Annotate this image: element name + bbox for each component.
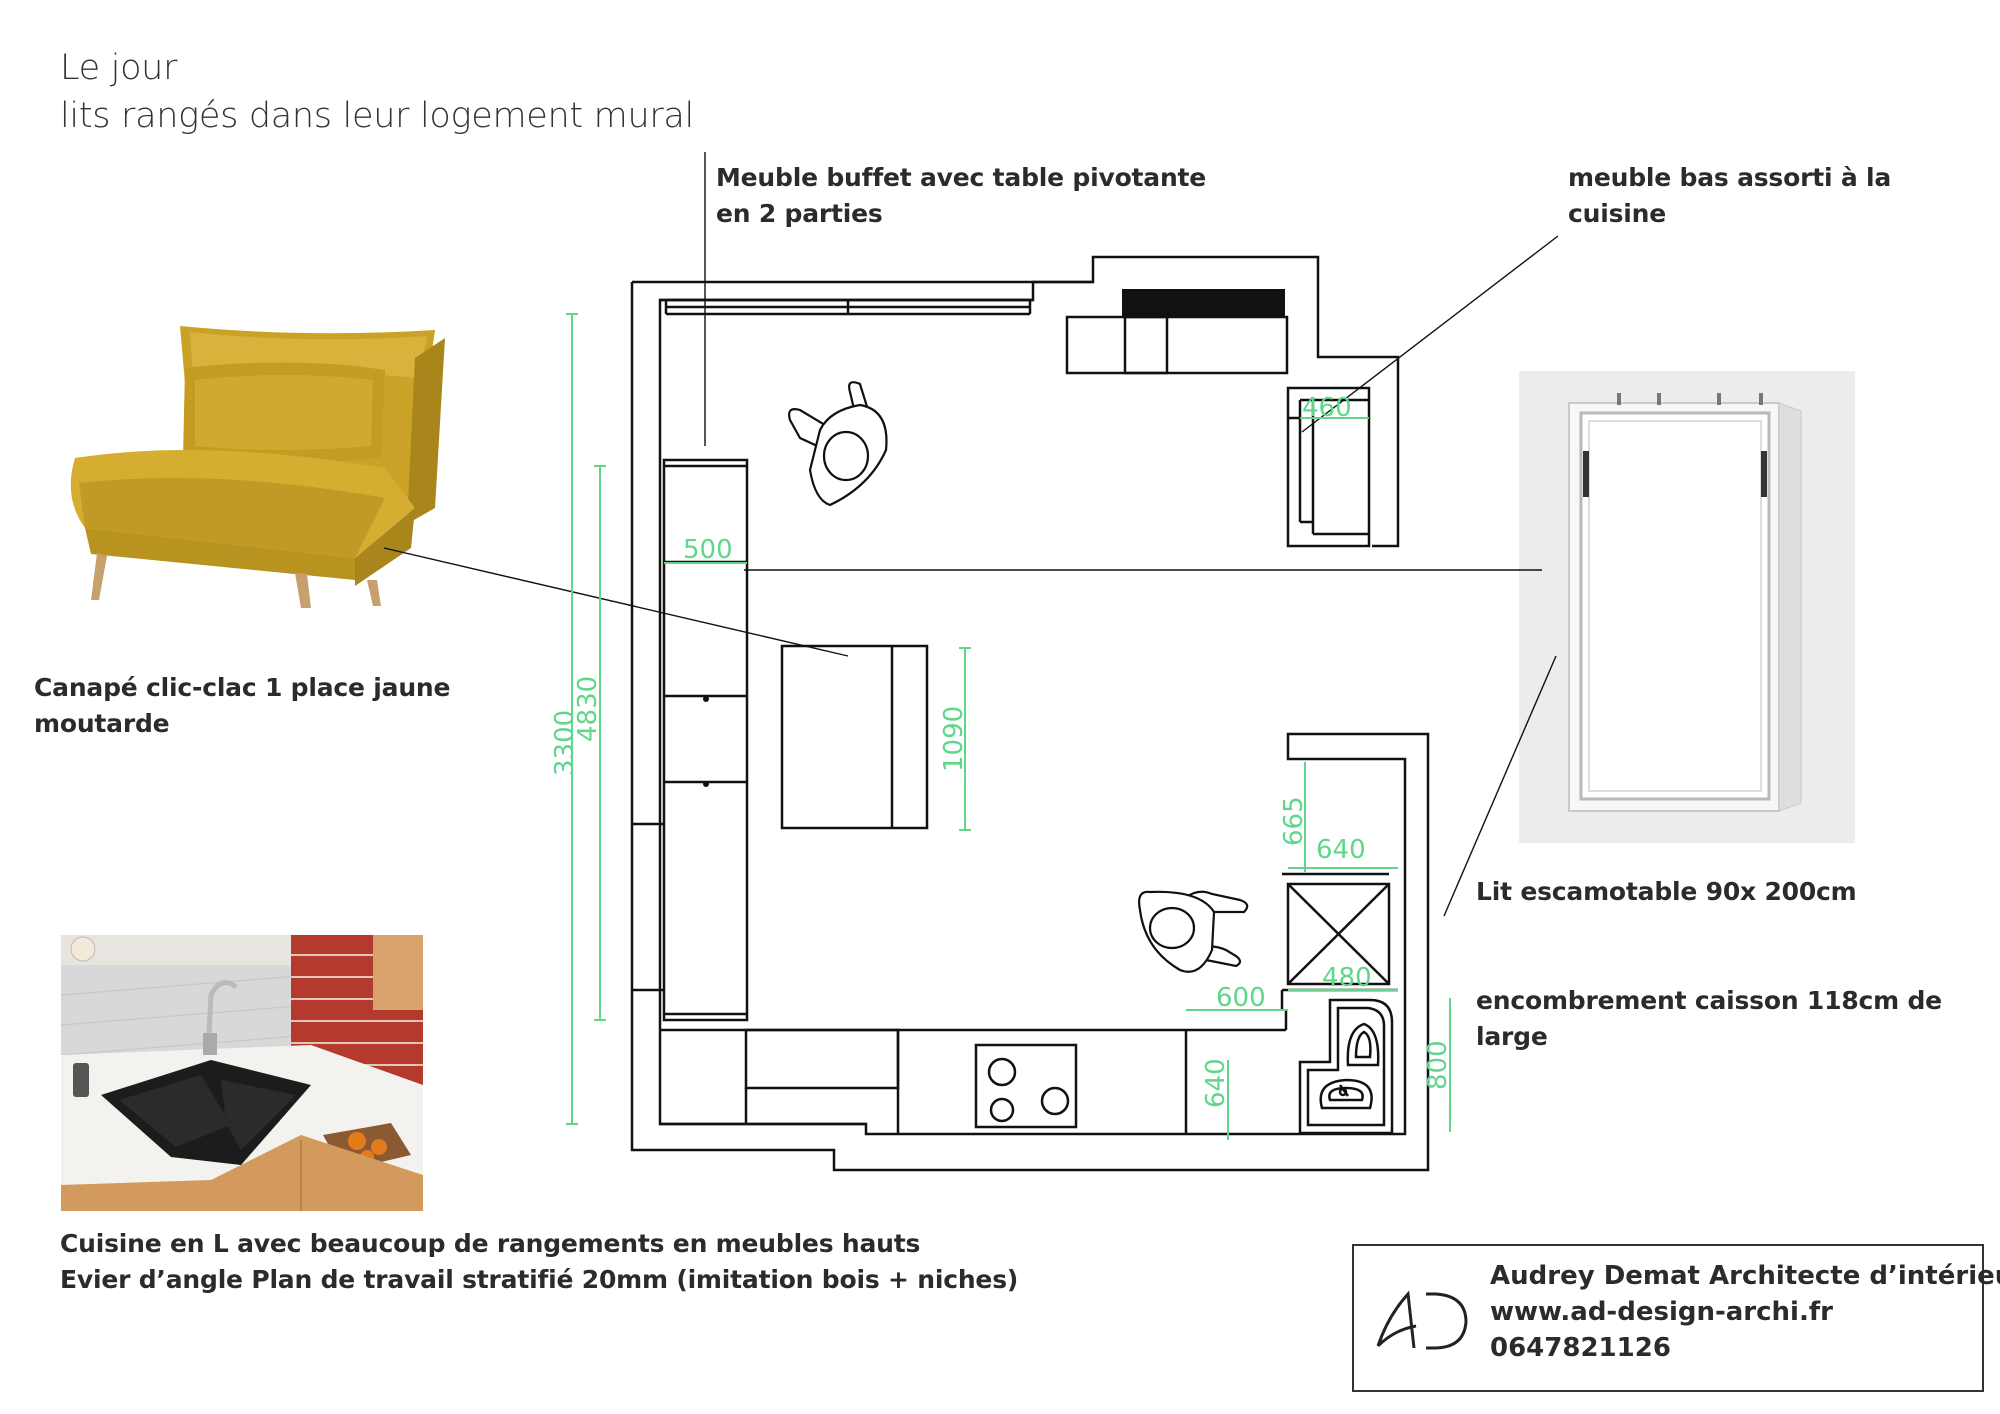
cuisine-label: Cuisine en L avec beaucoup de rangements… <box>60 1226 1018 1298</box>
cooktop-hood-strip <box>1122 289 1285 317</box>
dim-640-b: 640 <box>1201 1058 1231 1108</box>
person-topview-icon <box>1138 890 1249 973</box>
person-topview-icon <box>788 381 888 507</box>
title-line-1: Le jour <box>60 48 178 88</box>
meuble-bas-label-line-2: cuisine <box>1568 199 1666 228</box>
cuisine-label-line-2: Evier d’angle Plan de travail stratifié … <box>60 1265 1019 1294</box>
canape-label-line-2: moutarde <box>34 709 170 738</box>
walls <box>630 255 1430 1172</box>
dim-600: 600 <box>1216 983 1266 1013</box>
dim-800: 800 <box>1423 1040 1453 1090</box>
canape-label-line-1: Canapé clic-clac 1 place jaune <box>34 673 451 702</box>
kitchen-photo <box>61 935 423 1211</box>
dim-3300: 3300 <box>550 710 580 776</box>
card-line-3: 0647821126 <box>1490 1333 1671 1363</box>
dim-500: 500 <box>683 535 733 565</box>
wall-bed-cabinet-illustration <box>1519 371 1855 843</box>
dim-4830: 4830 <box>573 676 603 742</box>
lit-label: Lit escamotable 90x 200cm <box>1476 877 1857 906</box>
business-card: Audrey Demat Architecte d’intérieur www.… <box>1352 1244 2000 1392</box>
cuisine-label-line-1: Cuisine en L avec beaucoup de rangements… <box>60 1229 921 1258</box>
corner-sink-photo-illustration <box>61 935 423 1211</box>
buffet-label-line-2: en 2 parties <box>716 199 883 228</box>
knob <box>703 696 709 702</box>
encombrement-label: encombrement caisson 118cm de large <box>1476 986 1942 1051</box>
dim-480: 480 <box>1322 963 1372 993</box>
dim-640-a: 640 <box>1316 835 1366 865</box>
sofa-photo <box>55 318 445 608</box>
card-line-2[interactable]: www.ad-design-archi.fr <box>1490 1297 1833 1327</box>
dim-1090: 1090 <box>939 706 969 772</box>
canape-label: Canapé clic-clac 1 place jaune moutarde <box>34 670 450 742</box>
title-line-2: lits rangés dans leur logement mural <box>60 96 694 136</box>
yellow-sofa-illustration <box>70 326 445 608</box>
corner-sink-icon <box>1298 998 1394 1135</box>
knob <box>703 781 709 787</box>
buffet-label: Meuble buffet avec table pivotante en 2 … <box>716 160 1206 232</box>
card-line-1: Audrey Demat Architecte d’intérieur <box>1490 1261 2000 1291</box>
cooktop-icon <box>974 1043 1078 1129</box>
dimension-texts: 3300 4830 500 1090 460 665 640 600 480 6… <box>550 393 1453 1108</box>
dim-460: 460 <box>1302 393 1352 423</box>
dim-665: 665 <box>1279 796 1309 846</box>
leader-lines <box>383 152 1559 917</box>
meuble-bas-label-line-1: meuble bas assorti à la <box>1568 163 1892 192</box>
meuble-bas-label: meuble bas assorti à la cuisine <box>1568 160 1891 232</box>
dimension-lines <box>566 313 1451 1140</box>
wallbed-photo <box>1519 371 1855 843</box>
ad-logo-icon <box>1376 1290 1468 1350</box>
buffet-label-line-1: Meuble buffet avec table pivotante <box>716 163 1207 192</box>
